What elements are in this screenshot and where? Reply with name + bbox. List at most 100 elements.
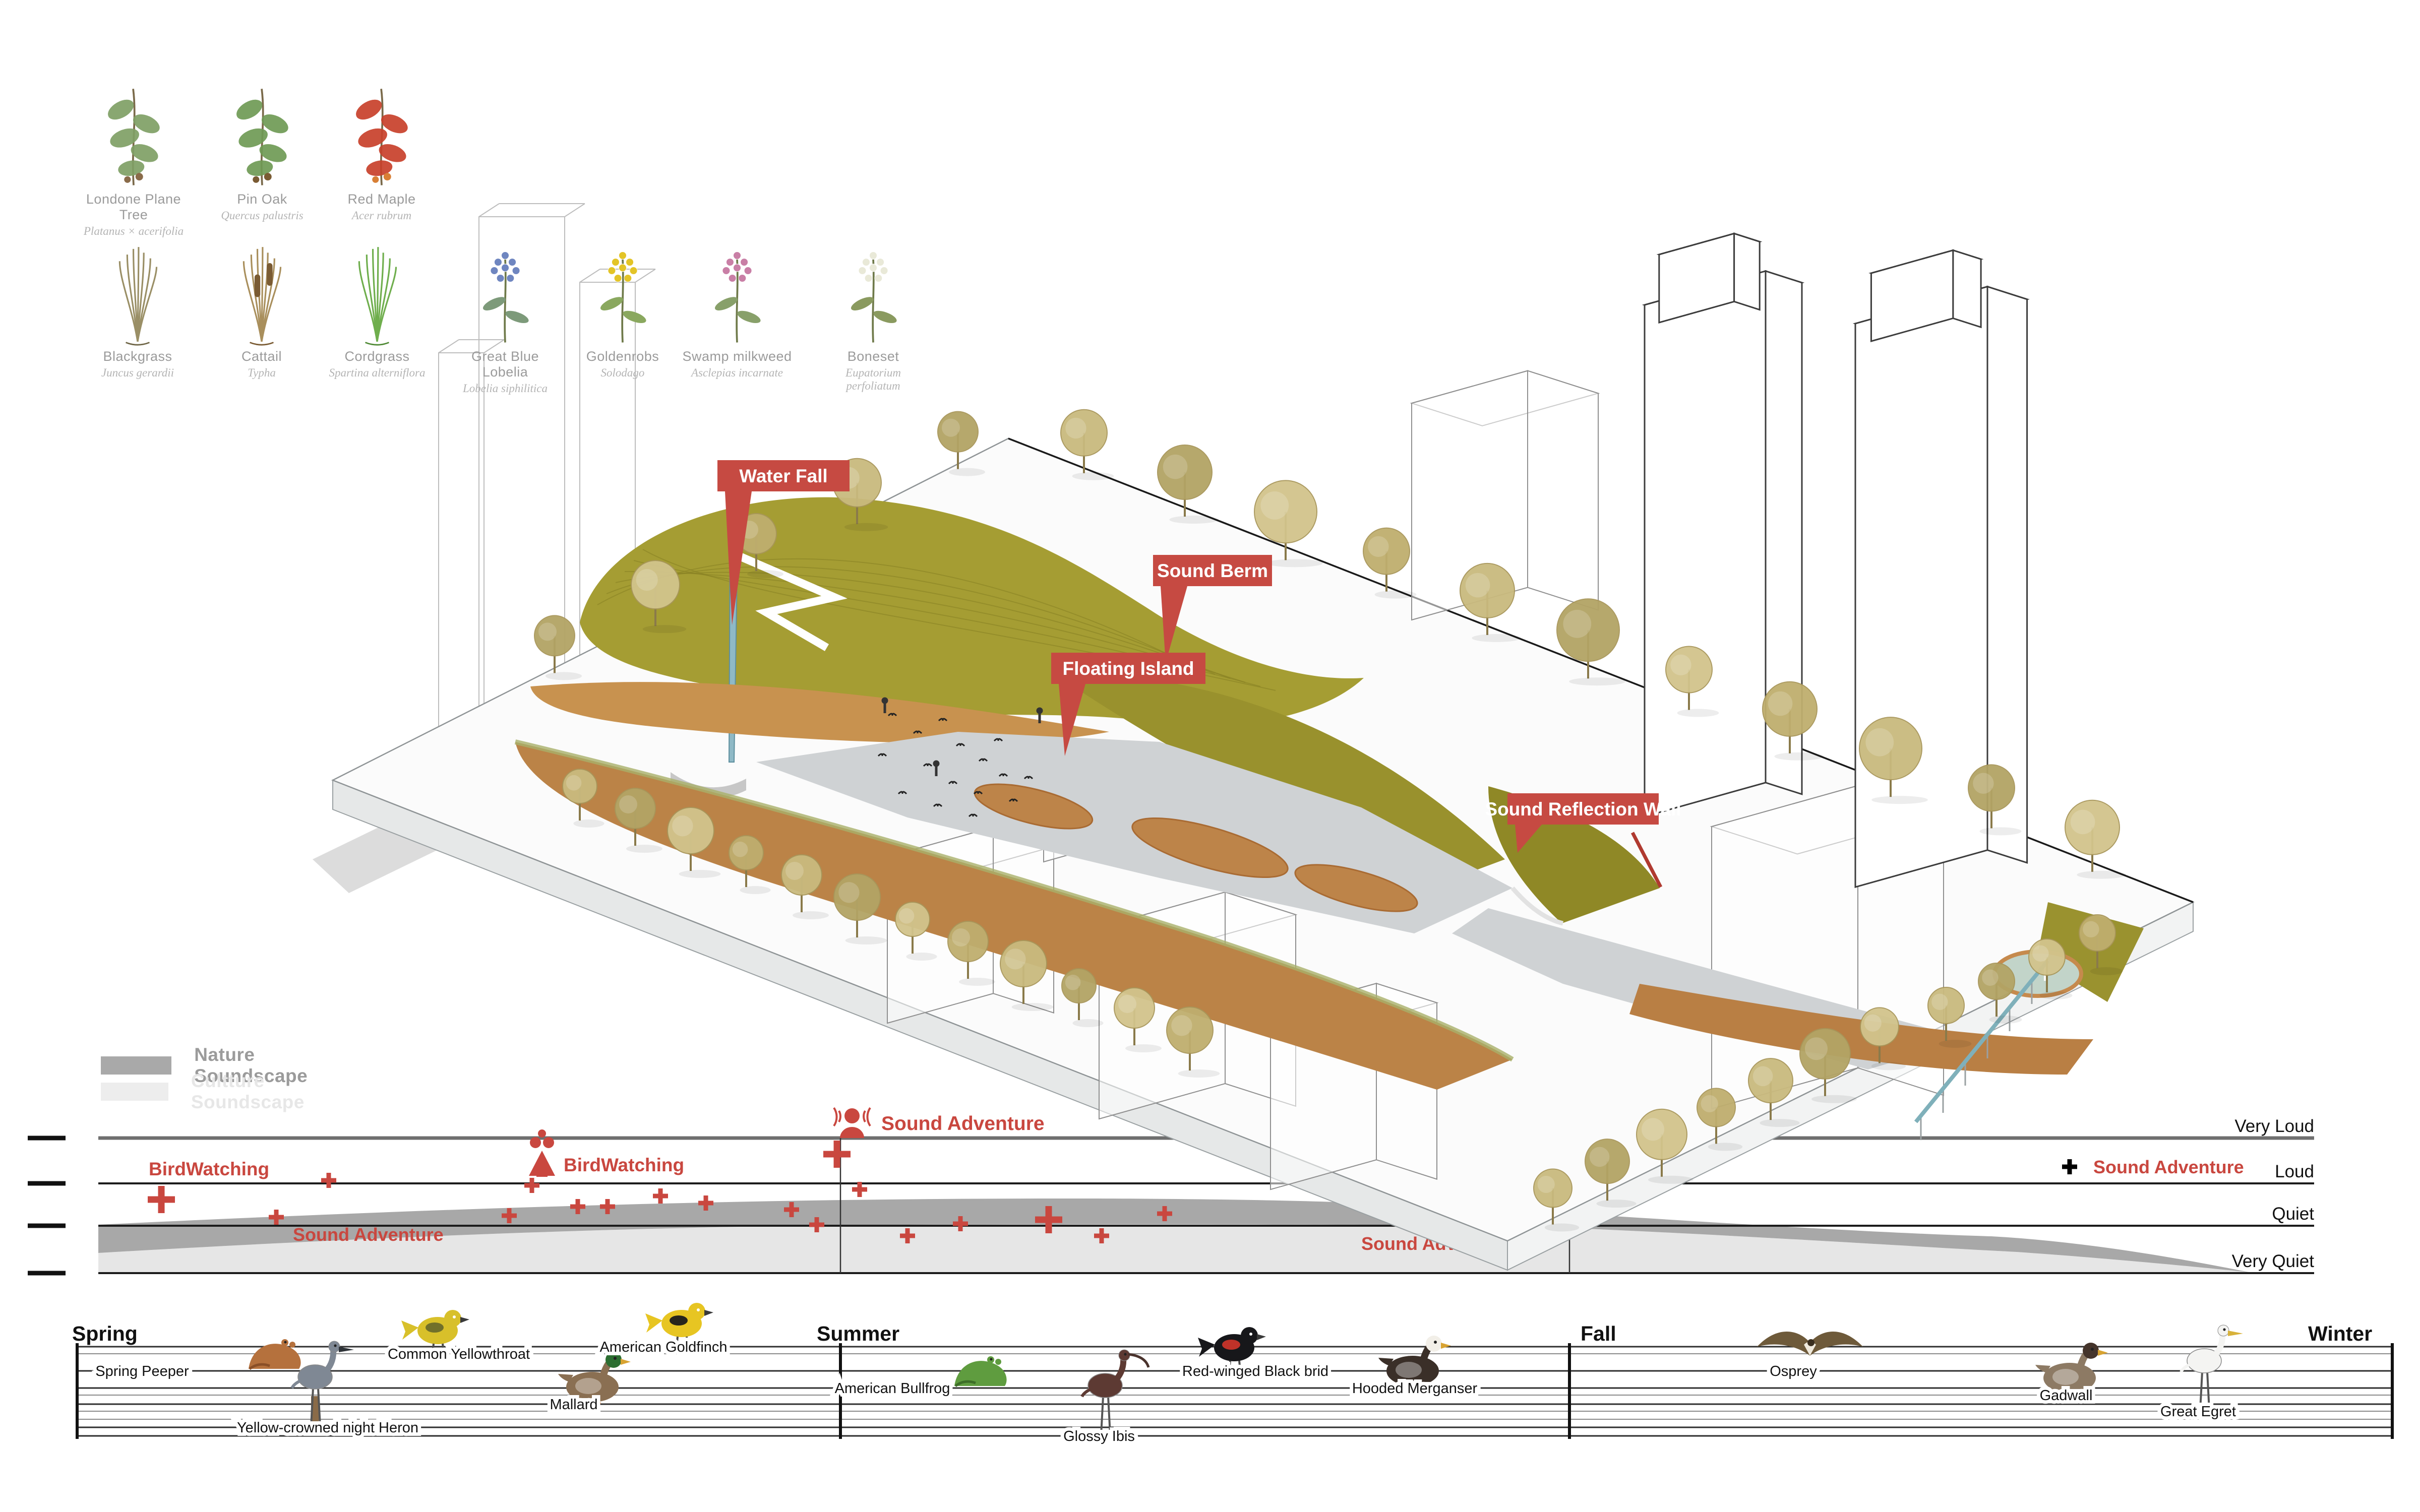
plant-name: Goldenrobs — [586, 349, 659, 364]
grass-plant-icon — [118, 247, 158, 346]
branch-plant-icon — [236, 89, 288, 185]
activity-label: Sound Adventure — [2093, 1157, 2244, 1177]
plant-latin-name: Asclepias incarnate — [691, 366, 783, 379]
tree-icon — [1556, 598, 1625, 686]
plus-mark — [698, 1195, 713, 1211]
callout-pointer — [1515, 825, 1542, 853]
callout-pointer — [1059, 684, 1085, 756]
tree-icon — [1585, 1139, 1637, 1208]
tree-icon — [781, 854, 829, 919]
callout: Sound Berm — [1153, 555, 1272, 663]
sound-level-label: Quiet — [2272, 1204, 2314, 1224]
tree-icon — [667, 807, 721, 878]
plus-mark — [269, 1210, 284, 1225]
season-label: Summer — [817, 1322, 899, 1345]
legend-label: Cultture Soundscape — [191, 1070, 305, 1112]
sound-event-marks — [148, 1141, 1172, 1243]
songbird-illustration — [401, 1310, 469, 1354]
plant-latin-name: Lobelia siphilitica — [462, 382, 548, 395]
branch-plant-icon — [108, 89, 160, 185]
tree-icon — [1927, 987, 1972, 1048]
plus-mark — [570, 1199, 585, 1214]
plant-latin-name: Quercus palustris — [221, 209, 304, 222]
animal-label: Yellow-crowned night Heron — [237, 1420, 418, 1436]
animal-label: Great Egret — [2160, 1404, 2236, 1420]
plant-name: Swamp milkweed — [682, 349, 792, 364]
people-figures — [881, 697, 1043, 776]
tree-icon — [631, 560, 687, 634]
flying-bird-mark — [938, 718, 948, 722]
spike-plant-icon — [600, 251, 646, 343]
plus-mark — [784, 1202, 799, 1217]
callout-box — [1051, 653, 1205, 684]
spike-plant-icon — [851, 251, 897, 343]
duck-illustration — [1378, 1336, 1451, 1389]
tree-icon — [1254, 480, 1323, 568]
tree-icon — [1860, 1007, 1906, 1070]
callout-box — [1507, 793, 1659, 825]
grass-plant-icon — [358, 247, 397, 346]
animal-label: Mallard — [550, 1397, 597, 1413]
legend-swatch — [101, 1056, 172, 1075]
flying-bird-mark — [948, 781, 958, 785]
tree-icon — [1968, 764, 2022, 836]
spike-plant-icon — [714, 251, 761, 343]
plus-mark — [953, 1216, 968, 1231]
binoculars-person-icon — [529, 1129, 555, 1177]
tree-icon — [947, 921, 995, 986]
songbird-illustration — [1198, 1327, 1266, 1371]
callout-text: Water Fall — [739, 466, 827, 486]
callout-pointer — [725, 491, 752, 625]
tree-icon — [1636, 1108, 1693, 1184]
sound-level-label: Very Quiet — [2232, 1251, 2315, 1271]
culture-soundscape-band — [98, 1224, 2259, 1273]
tree-icon — [729, 835, 771, 894]
legend-swatch — [101, 1083, 168, 1101]
plant-latin-name: Platanus × acerifolia — [83, 225, 184, 237]
plus-mark — [852, 1182, 867, 1197]
activity-label: Sound Adventure — [881, 1113, 1045, 1135]
plus-mark — [600, 1199, 615, 1214]
frog-illustration — [954, 1356, 1007, 1388]
plus-mark — [321, 1173, 336, 1188]
raptor-illustration — [1757, 1332, 1863, 1356]
plant-latin-name: Juncus gerardii — [101, 366, 174, 379]
tree-icon — [1000, 940, 1054, 1011]
sound-level-label: Very Loud — [2234, 1116, 2314, 1136]
upper-marsh-band — [530, 682, 1109, 743]
activity-label: BirdWatching — [149, 1159, 269, 1179]
floating-island — [1294, 864, 1418, 912]
person-figure — [881, 697, 888, 704]
tree-icon — [1460, 562, 1521, 642]
flying-bird-mark — [923, 763, 933, 767]
animal-label: Red-winged Black brid — [1182, 1363, 1328, 1379]
animal-label: Gadwall — [2040, 1388, 2093, 1404]
tree-icon — [1060, 409, 1114, 480]
plant-name: Boneset — [847, 349, 899, 364]
spike-plant-icon — [482, 251, 529, 343]
tree-icon — [937, 411, 985, 476]
tree-icon — [1665, 646, 1719, 717]
plant-name: Cordgrass — [344, 349, 410, 364]
plant-name: Pin Oak — [237, 192, 287, 207]
plus-mark — [900, 1228, 915, 1243]
flying-bird-mark — [1008, 798, 1018, 802]
plus-mark — [1157, 1206, 1172, 1221]
animal-label: American Bullfrog — [835, 1380, 950, 1397]
tree-icon — [615, 788, 662, 853]
season-label: Spring — [72, 1322, 138, 1345]
season-label: Winter — [2308, 1322, 2372, 1345]
callout-text: Floating Island — [1062, 658, 1194, 679]
ibis-illustration — [1080, 1349, 1150, 1435]
person-figure — [1036, 707, 1043, 714]
flying-bird-mark — [998, 773, 1008, 777]
